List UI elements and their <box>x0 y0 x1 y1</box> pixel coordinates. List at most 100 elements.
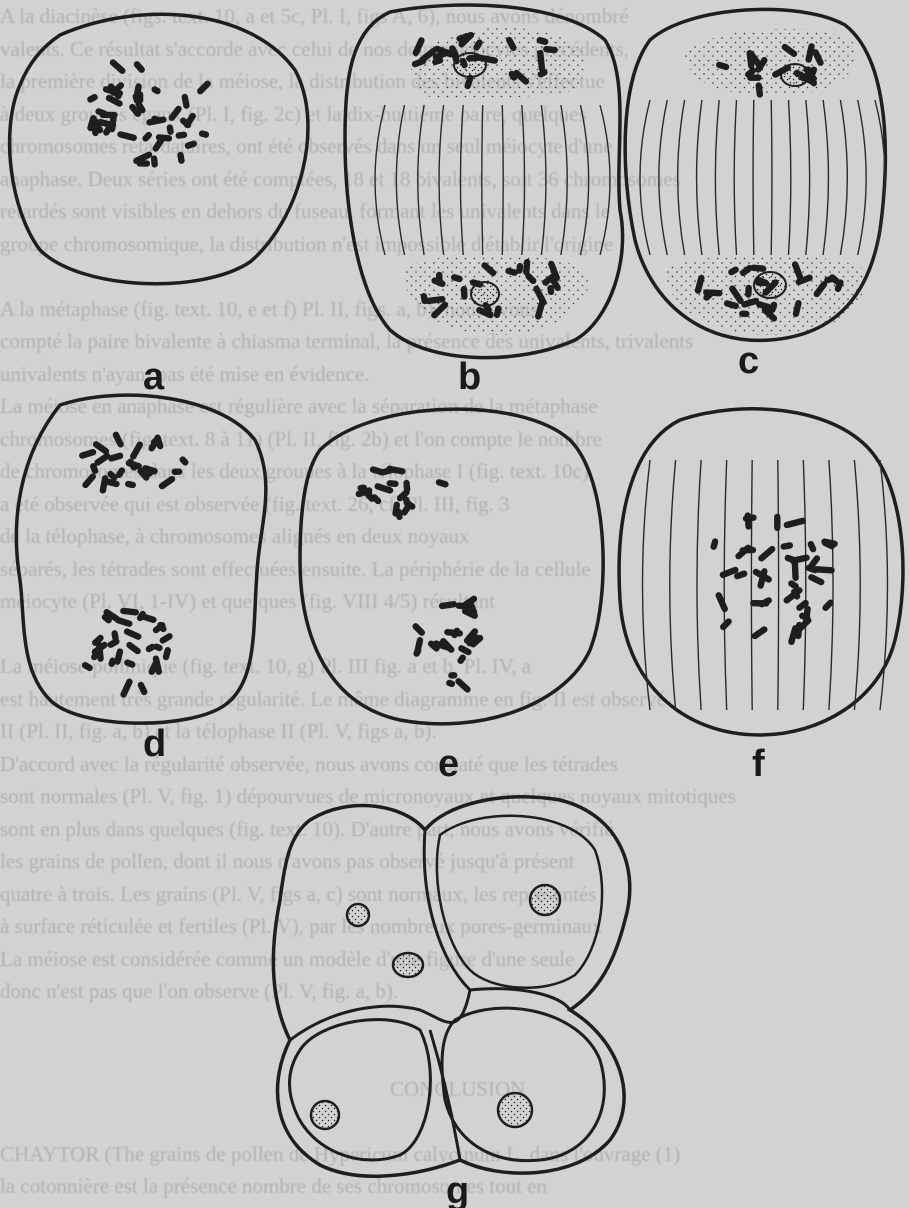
chromosome <box>112 431 125 449</box>
panel-label-f: f <box>752 745 765 783</box>
chromosome <box>107 452 124 462</box>
chromosome <box>386 480 398 487</box>
chromosome <box>411 622 426 637</box>
spindle-fiber <box>854 460 860 710</box>
chromosome <box>456 653 467 665</box>
chromosome <box>774 514 780 531</box>
chromosome <box>757 545 777 563</box>
spindle-fiber <box>697 100 702 255</box>
pole-top-c <box>685 29 856 95</box>
spindle-fibers-f <box>643 460 888 710</box>
spindle-fibers-c <box>640 100 885 255</box>
spindle-fiber <box>806 100 810 255</box>
chromosome <box>78 448 97 459</box>
spindle-fiber <box>715 100 719 255</box>
spindle-fiber <box>724 460 727 710</box>
chromosome <box>710 538 719 551</box>
cell-a <box>10 14 308 283</box>
chromosome <box>132 60 146 74</box>
chromosome <box>807 540 818 553</box>
panel-label-d: d <box>143 725 166 763</box>
chromosome <box>124 480 136 489</box>
chromosome <box>178 455 190 467</box>
spindle-fiber <box>840 100 847 255</box>
cell-f <box>619 409 903 735</box>
chromosome <box>750 625 768 640</box>
chromosome <box>395 508 403 521</box>
chromosome <box>86 93 99 104</box>
chromosome <box>719 617 733 632</box>
spindle-fiber <box>771 100 772 255</box>
chromosome <box>120 607 139 615</box>
spindle-fiber <box>753 100 754 255</box>
cell-b <box>345 5 623 358</box>
chromosome <box>783 517 807 529</box>
chromosome <box>369 466 387 477</box>
chromosome <box>158 475 177 491</box>
chromosome <box>81 661 94 672</box>
chromosome <box>123 627 143 640</box>
chromosome <box>745 285 752 298</box>
chromosome <box>198 130 210 139</box>
chromosome <box>438 601 457 610</box>
cell-d <box>16 395 265 723</box>
spindle-fiber <box>734 100 736 255</box>
spindle-fiber <box>858 100 866 255</box>
spindle-fiber <box>803 460 806 710</box>
chromosome <box>114 616 133 628</box>
chromosome <box>747 75 762 81</box>
chromosome <box>108 58 126 75</box>
spindle-fiber <box>829 460 833 710</box>
chromosome <box>181 93 190 109</box>
pole-bottom-b <box>405 255 589 335</box>
chromosome <box>129 440 144 460</box>
chromosome <box>807 573 825 586</box>
panel-label-a: a <box>143 358 164 396</box>
spindle-fiber <box>751 460 752 710</box>
spindle-fiber <box>482 105 483 255</box>
chromosome <box>150 85 162 95</box>
spindle-fiber <box>396 105 404 255</box>
chromosome <box>175 131 187 139</box>
chromosome <box>714 591 729 613</box>
spindle-fiber <box>789 100 791 255</box>
chromosome <box>125 641 142 656</box>
spindle-fiber <box>778 460 779 710</box>
spindle-fiber <box>640 100 650 255</box>
chromosome <box>141 131 153 143</box>
panel-label-e: e <box>438 745 459 783</box>
panel-label-c: c <box>738 342 759 380</box>
chromosome <box>177 151 185 164</box>
chromosome <box>81 472 97 489</box>
chromosome <box>123 659 136 669</box>
spindle-fiber <box>460 105 463 255</box>
chromosome <box>739 547 756 554</box>
spindle-fiber <box>375 105 385 255</box>
chromosome <box>739 310 750 317</box>
spindle-fiber <box>418 105 424 255</box>
chromosomes-f <box>710 512 839 646</box>
chromosome <box>166 124 174 135</box>
chromosome <box>151 155 158 168</box>
spindle-fiber <box>541 105 546 255</box>
cell-e <box>300 409 603 724</box>
spindle-fiber <box>697 460 701 710</box>
chromosome <box>158 632 174 645</box>
chromosome <box>461 286 468 300</box>
chromosome <box>171 468 182 475</box>
chromosomes-d <box>78 431 190 699</box>
tetrad-g <box>273 797 629 1176</box>
spindle-fiber <box>659 100 667 255</box>
chromosome <box>448 672 457 679</box>
spindle-fiber <box>561 105 567 255</box>
cell-c <box>625 9 885 340</box>
chromosome <box>365 487 372 499</box>
chromosome <box>436 272 443 283</box>
chromosome <box>454 677 472 694</box>
spindle-fiber <box>678 100 685 255</box>
chromosome <box>435 478 450 488</box>
spindle-fiber <box>439 105 444 255</box>
chromosome <box>136 160 150 167</box>
chromosome <box>782 586 804 605</box>
